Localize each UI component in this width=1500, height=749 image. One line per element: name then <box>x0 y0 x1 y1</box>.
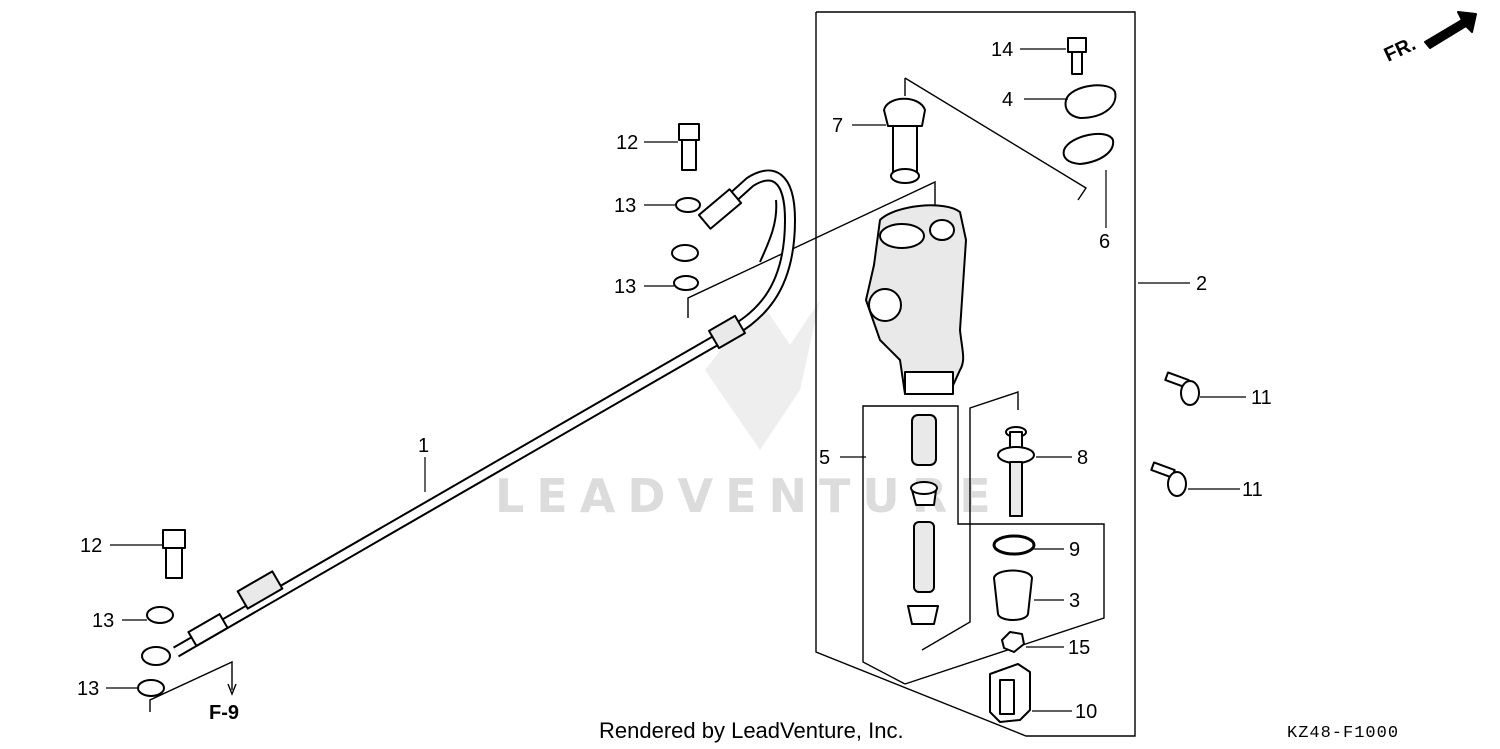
callout-13-a: 13 <box>614 195 636 217</box>
callout-14: 14 <box>991 39 1013 61</box>
brake-hose <box>141 169 797 666</box>
sealing-washer-1 <box>675 197 701 213</box>
callout-13-d: 13 <box>77 678 99 700</box>
bracket-8 <box>921 391 1019 651</box>
callout-13-c: 13 <box>92 610 114 632</box>
sealing-washer-4 <box>137 679 165 697</box>
callout-1: 1 <box>418 435 429 457</box>
leader-lines <box>106 48 1246 712</box>
callout-9: 9 <box>1069 539 1080 561</box>
reference-f9: F-9 <box>209 702 239 724</box>
callout-3: 3 <box>1069 590 1080 612</box>
callout-7: 7 <box>832 115 843 137</box>
callout-2: 2 <box>1196 273 1207 295</box>
diagram-code: KZ48-F1000 <box>1287 724 1399 743</box>
banjo-bolt-lower <box>162 529 186 579</box>
callout-5: 5 <box>819 447 830 469</box>
screw-14 <box>1067 37 1087 75</box>
callout-11-lower: 11 <box>1242 479 1263 501</box>
banjo-bolt-upper <box>678 123 700 171</box>
callout-12-upper: 12 <box>616 132 638 154</box>
callout-8: 8 <box>1077 447 1088 469</box>
mounting-bolt-upper <box>1164 371 1200 406</box>
sealing-washer-2 <box>673 275 699 291</box>
bracket-4-6 <box>904 77 1087 201</box>
front-direction-arrow <box>1424 11 1477 49</box>
watermark-text: LEADVENTURE <box>495 469 1003 523</box>
push-rod-boot <box>993 569 1033 621</box>
bracket-5 <box>862 405 1105 685</box>
push-rod-clevis <box>989 663 1031 723</box>
credit-text: Rendered by LeadVenture, Inc. <box>599 718 904 743</box>
front-direction-label: FR. <box>1381 33 1419 67</box>
sealing-washer-3 <box>146 606 174 624</box>
diaphragm-plate <box>1062 132 1115 165</box>
callout-12-lower: 12 <box>80 535 102 557</box>
mounting-bolt-lower <box>1150 461 1187 497</box>
piston-set <box>907 414 939 625</box>
callout-11-upper: 11 <box>1251 387 1272 409</box>
callout-6: 6 <box>1099 231 1110 253</box>
bracket-f9 <box>149 660 233 712</box>
callout-15: 15 <box>1068 637 1090 659</box>
circlip <box>992 534 1036 556</box>
assembly-bracket <box>815 11 1136 737</box>
reservoir-cap <box>1064 84 1117 119</box>
callout-10: 10 <box>1075 701 1097 723</box>
reservoir-joint <box>883 97 926 184</box>
f9-arrow <box>227 683 237 696</box>
callout-4: 4 <box>1002 89 1013 111</box>
joint-nut <box>1001 631 1025 653</box>
master-cylinder-body <box>865 204 967 395</box>
callout-13-b: 13 <box>614 276 636 298</box>
bracket-hose-link <box>687 180 936 318</box>
push-rod <box>997 426 1035 517</box>
